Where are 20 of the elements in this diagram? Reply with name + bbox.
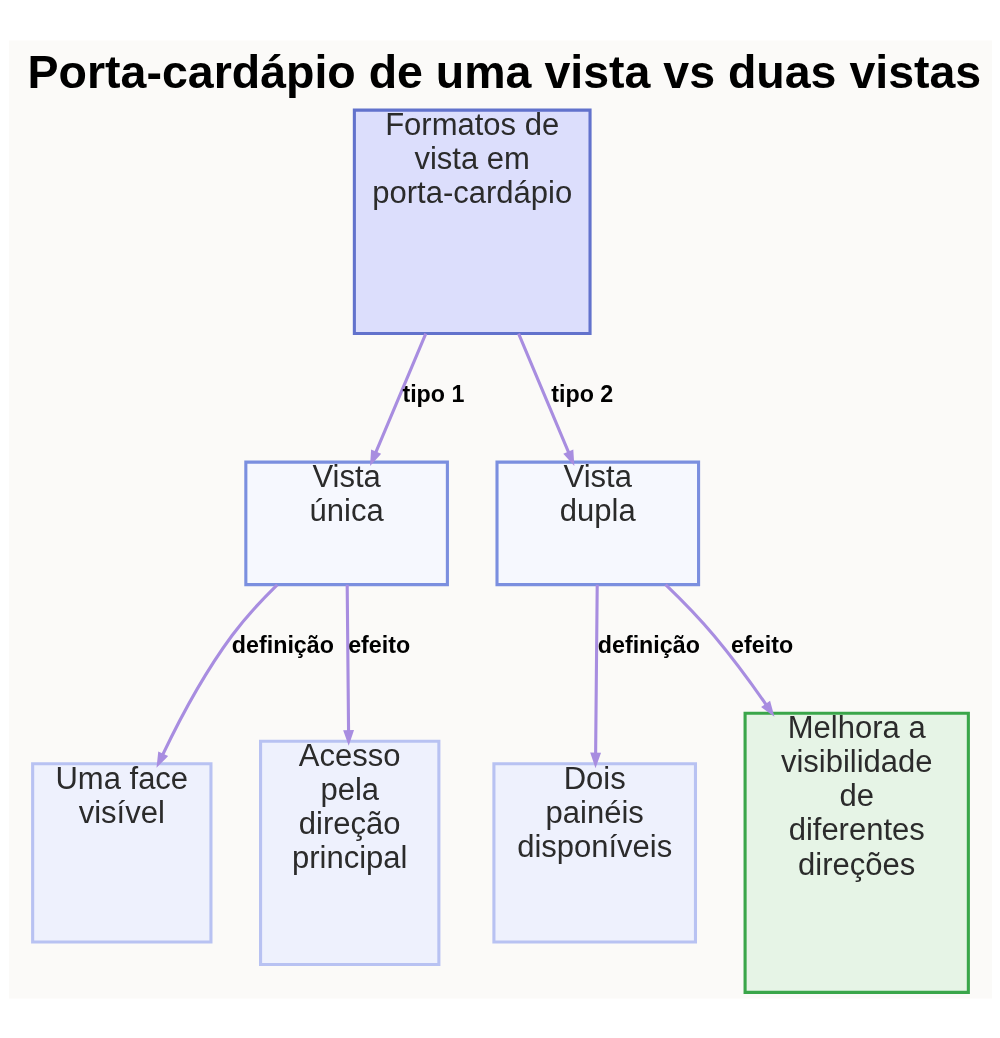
edge-label: tipo 2 xyxy=(550,380,613,407)
arrow xyxy=(156,583,278,768)
edge-label: definição xyxy=(231,631,334,658)
edge-label: efeito xyxy=(730,631,793,658)
node-box: Vista única xyxy=(243,460,449,586)
arrow xyxy=(589,584,601,768)
arrow xyxy=(664,583,774,717)
arrow xyxy=(516,332,574,466)
node-box: Acesso pela direção principal xyxy=(258,739,440,966)
node-box: Melhora a visibilidade de diferentes direções xyxy=(743,711,970,994)
node-box: Uma face visível xyxy=(30,761,212,944)
node-box: Dois painéis disponíveis xyxy=(491,761,697,944)
edge-label: tipo 1 xyxy=(401,380,464,407)
node-box: Formatos de vista em porta-cardápio xyxy=(352,108,592,335)
arrow xyxy=(342,584,354,746)
node-box: Vista dupla xyxy=(494,460,700,586)
arrow xyxy=(369,332,427,466)
diagram-title: Porta-cardápio de uma vista vs duas vistas xyxy=(27,45,981,98)
edge-label: efeito xyxy=(347,631,410,658)
edge-label: definição xyxy=(597,631,700,658)
